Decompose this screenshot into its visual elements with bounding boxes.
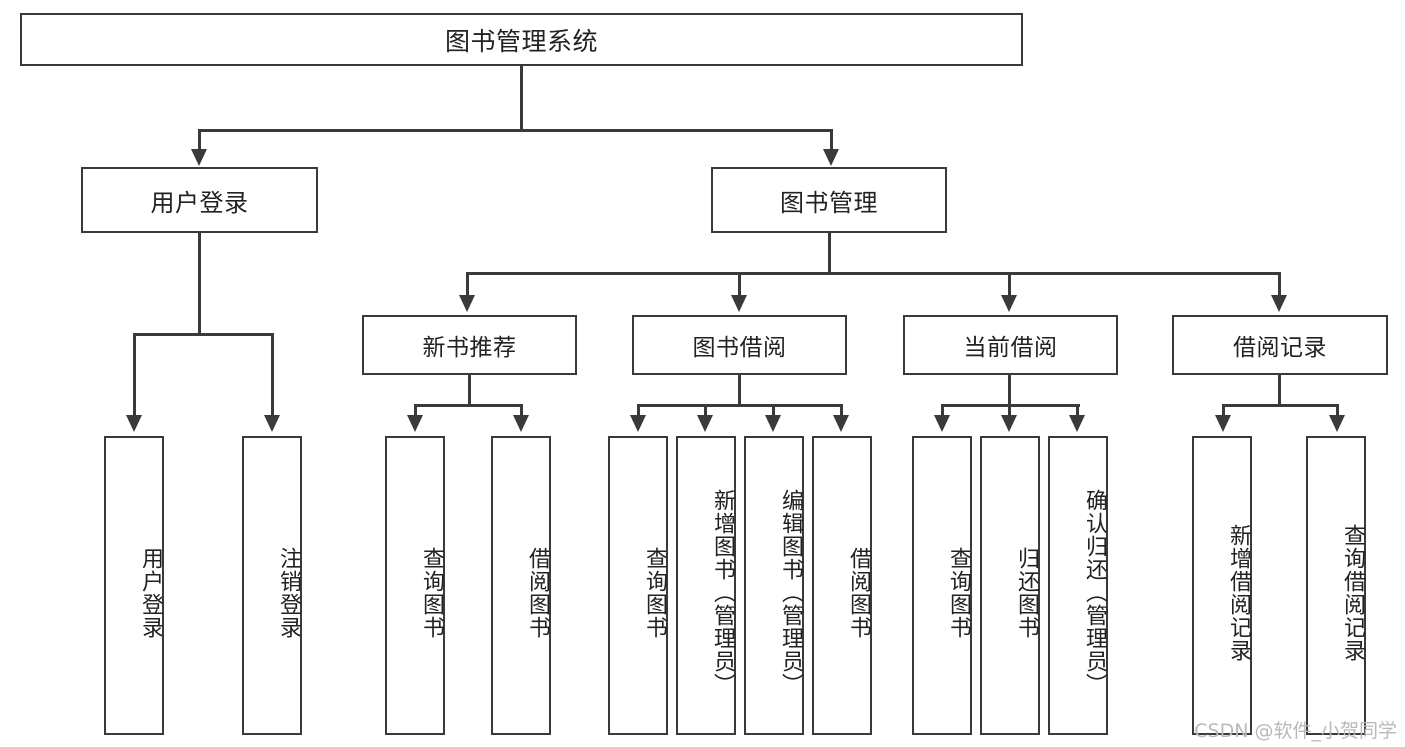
arrowhead-book-borrow	[731, 295, 747, 312]
arrowhead-leaf-edit-book	[765, 415, 781, 432]
arrowhead-book-manage	[823, 149, 839, 166]
edge-book-manage-stem	[828, 233, 831, 275]
edge-user-login-to-leaf-1	[133, 333, 136, 417]
edge-current-borrow-stem	[1008, 375, 1011, 407]
edge-bb-to-leaf-2	[704, 404, 707, 418]
arrowhead-leaf-user-login	[126, 415, 142, 432]
edge-user-login-to-leaf-2	[271, 333, 274, 417]
arrowhead-user-login	[191, 149, 207, 166]
leaf-query-borrow-record[interactable]: 查询借阅记录	[1306, 436, 1366, 735]
edge-root-bus	[198, 129, 832, 132]
leaf-add-borrow-record[interactable]: 新增借阅记录	[1192, 436, 1252, 735]
edge-bm-to-book-borrow	[738, 272, 741, 297]
edge-nb-to-leaf-1	[414, 404, 417, 418]
leaf-confirm-return[interactable]: 确认归还（管理员）	[1048, 436, 1108, 735]
edge-bb-to-leaf-3	[772, 404, 775, 418]
node-user-login[interactable]: 用户登录	[81, 167, 318, 233]
arrowhead-leaf-add-book	[697, 415, 713, 432]
edge-new-book-stem	[468, 375, 471, 407]
node-book-manage[interactable]: 图书管理	[711, 167, 947, 233]
edge-user-login-stem	[198, 233, 201, 336]
arrowhead-leaf-query-book-1	[407, 415, 423, 432]
arrowhead-leaf-user-logout	[264, 415, 280, 432]
node-new-book-recommend[interactable]: 新书推荐	[362, 315, 577, 375]
leaf-borrow-book-new-recommend[interactable]: 借阅图书	[491, 436, 551, 735]
leaf-add-book[interactable]: 新增图书（管理员）	[676, 436, 736, 735]
edge-bb-to-leaf-1	[637, 404, 640, 418]
edge-bm-to-new-book	[466, 272, 469, 297]
leaf-user-login[interactable]: 用户登录	[104, 436, 164, 735]
arrowhead-leaf-confirm-return	[1069, 415, 1085, 432]
edge-bm-to-current-borrow	[1008, 272, 1011, 297]
edge-root-to-book-manage	[830, 129, 833, 151]
arrowhead-current-borrow	[1001, 295, 1017, 312]
arrowhead-leaf-query-book-2	[630, 415, 646, 432]
edge-root-stem	[520, 66, 523, 131]
edge-book-manage-bus	[466, 272, 1280, 275]
leaf-user-logout[interactable]: 注销登录	[242, 436, 302, 735]
edge-cb-to-leaf-1	[941, 404, 944, 418]
edge-cb-to-leaf-2	[1008, 404, 1011, 418]
node-root-book-management-system[interactable]: 图书管理系统	[20, 13, 1023, 66]
node-borrow-record[interactable]: 借阅记录	[1172, 315, 1388, 375]
leaf-edit-book[interactable]: 编辑图书（管理员）	[744, 436, 804, 735]
edge-root-to-user-login	[198, 129, 201, 151]
leaf-query-book-borrow[interactable]: 查询图书	[608, 436, 668, 735]
edge-bb-to-leaf-4	[840, 404, 843, 418]
edge-cb-to-leaf-3	[1076, 404, 1079, 418]
arrowhead-leaf-query-book-3	[934, 415, 950, 432]
edge-borrow-record-bus	[1224, 404, 1338, 407]
node-book-borrow[interactable]: 图书借阅	[632, 315, 847, 375]
arrowhead-leaf-borrow-book-1	[513, 415, 529, 432]
leaf-query-book-current[interactable]: 查询图书	[912, 436, 972, 735]
edge-current-borrow-bus	[943, 404, 1080, 407]
edge-new-book-bus	[416, 404, 522, 407]
arrowhead-borrow-record	[1271, 295, 1287, 312]
leaf-borrow-book[interactable]: 借阅图书	[812, 436, 872, 735]
edge-user-login-bus	[135, 333, 273, 336]
edge-br-to-leaf-1	[1222, 404, 1225, 418]
arrowhead-leaf-return-book	[1001, 415, 1017, 432]
edge-book-borrow-bus	[639, 404, 842, 407]
arrowhead-leaf-add-record	[1215, 415, 1231, 432]
edge-nb-to-leaf-2	[520, 404, 523, 418]
edge-bm-to-borrow-record	[1278, 272, 1281, 297]
edge-borrow-record-stem	[1278, 375, 1281, 407]
leaf-return-book[interactable]: 归还图书	[980, 436, 1040, 735]
edge-book-borrow-stem	[738, 375, 741, 407]
arrowhead-leaf-borrow-book-2	[833, 415, 849, 432]
leaf-query-book-new-recommend[interactable]: 查询图书	[385, 436, 445, 735]
arrowhead-new-book-recommend	[459, 295, 475, 312]
arrowhead-leaf-query-record	[1329, 415, 1345, 432]
node-current-borrow[interactable]: 当前借阅	[903, 315, 1118, 375]
edge-br-to-leaf-2	[1336, 404, 1339, 418]
